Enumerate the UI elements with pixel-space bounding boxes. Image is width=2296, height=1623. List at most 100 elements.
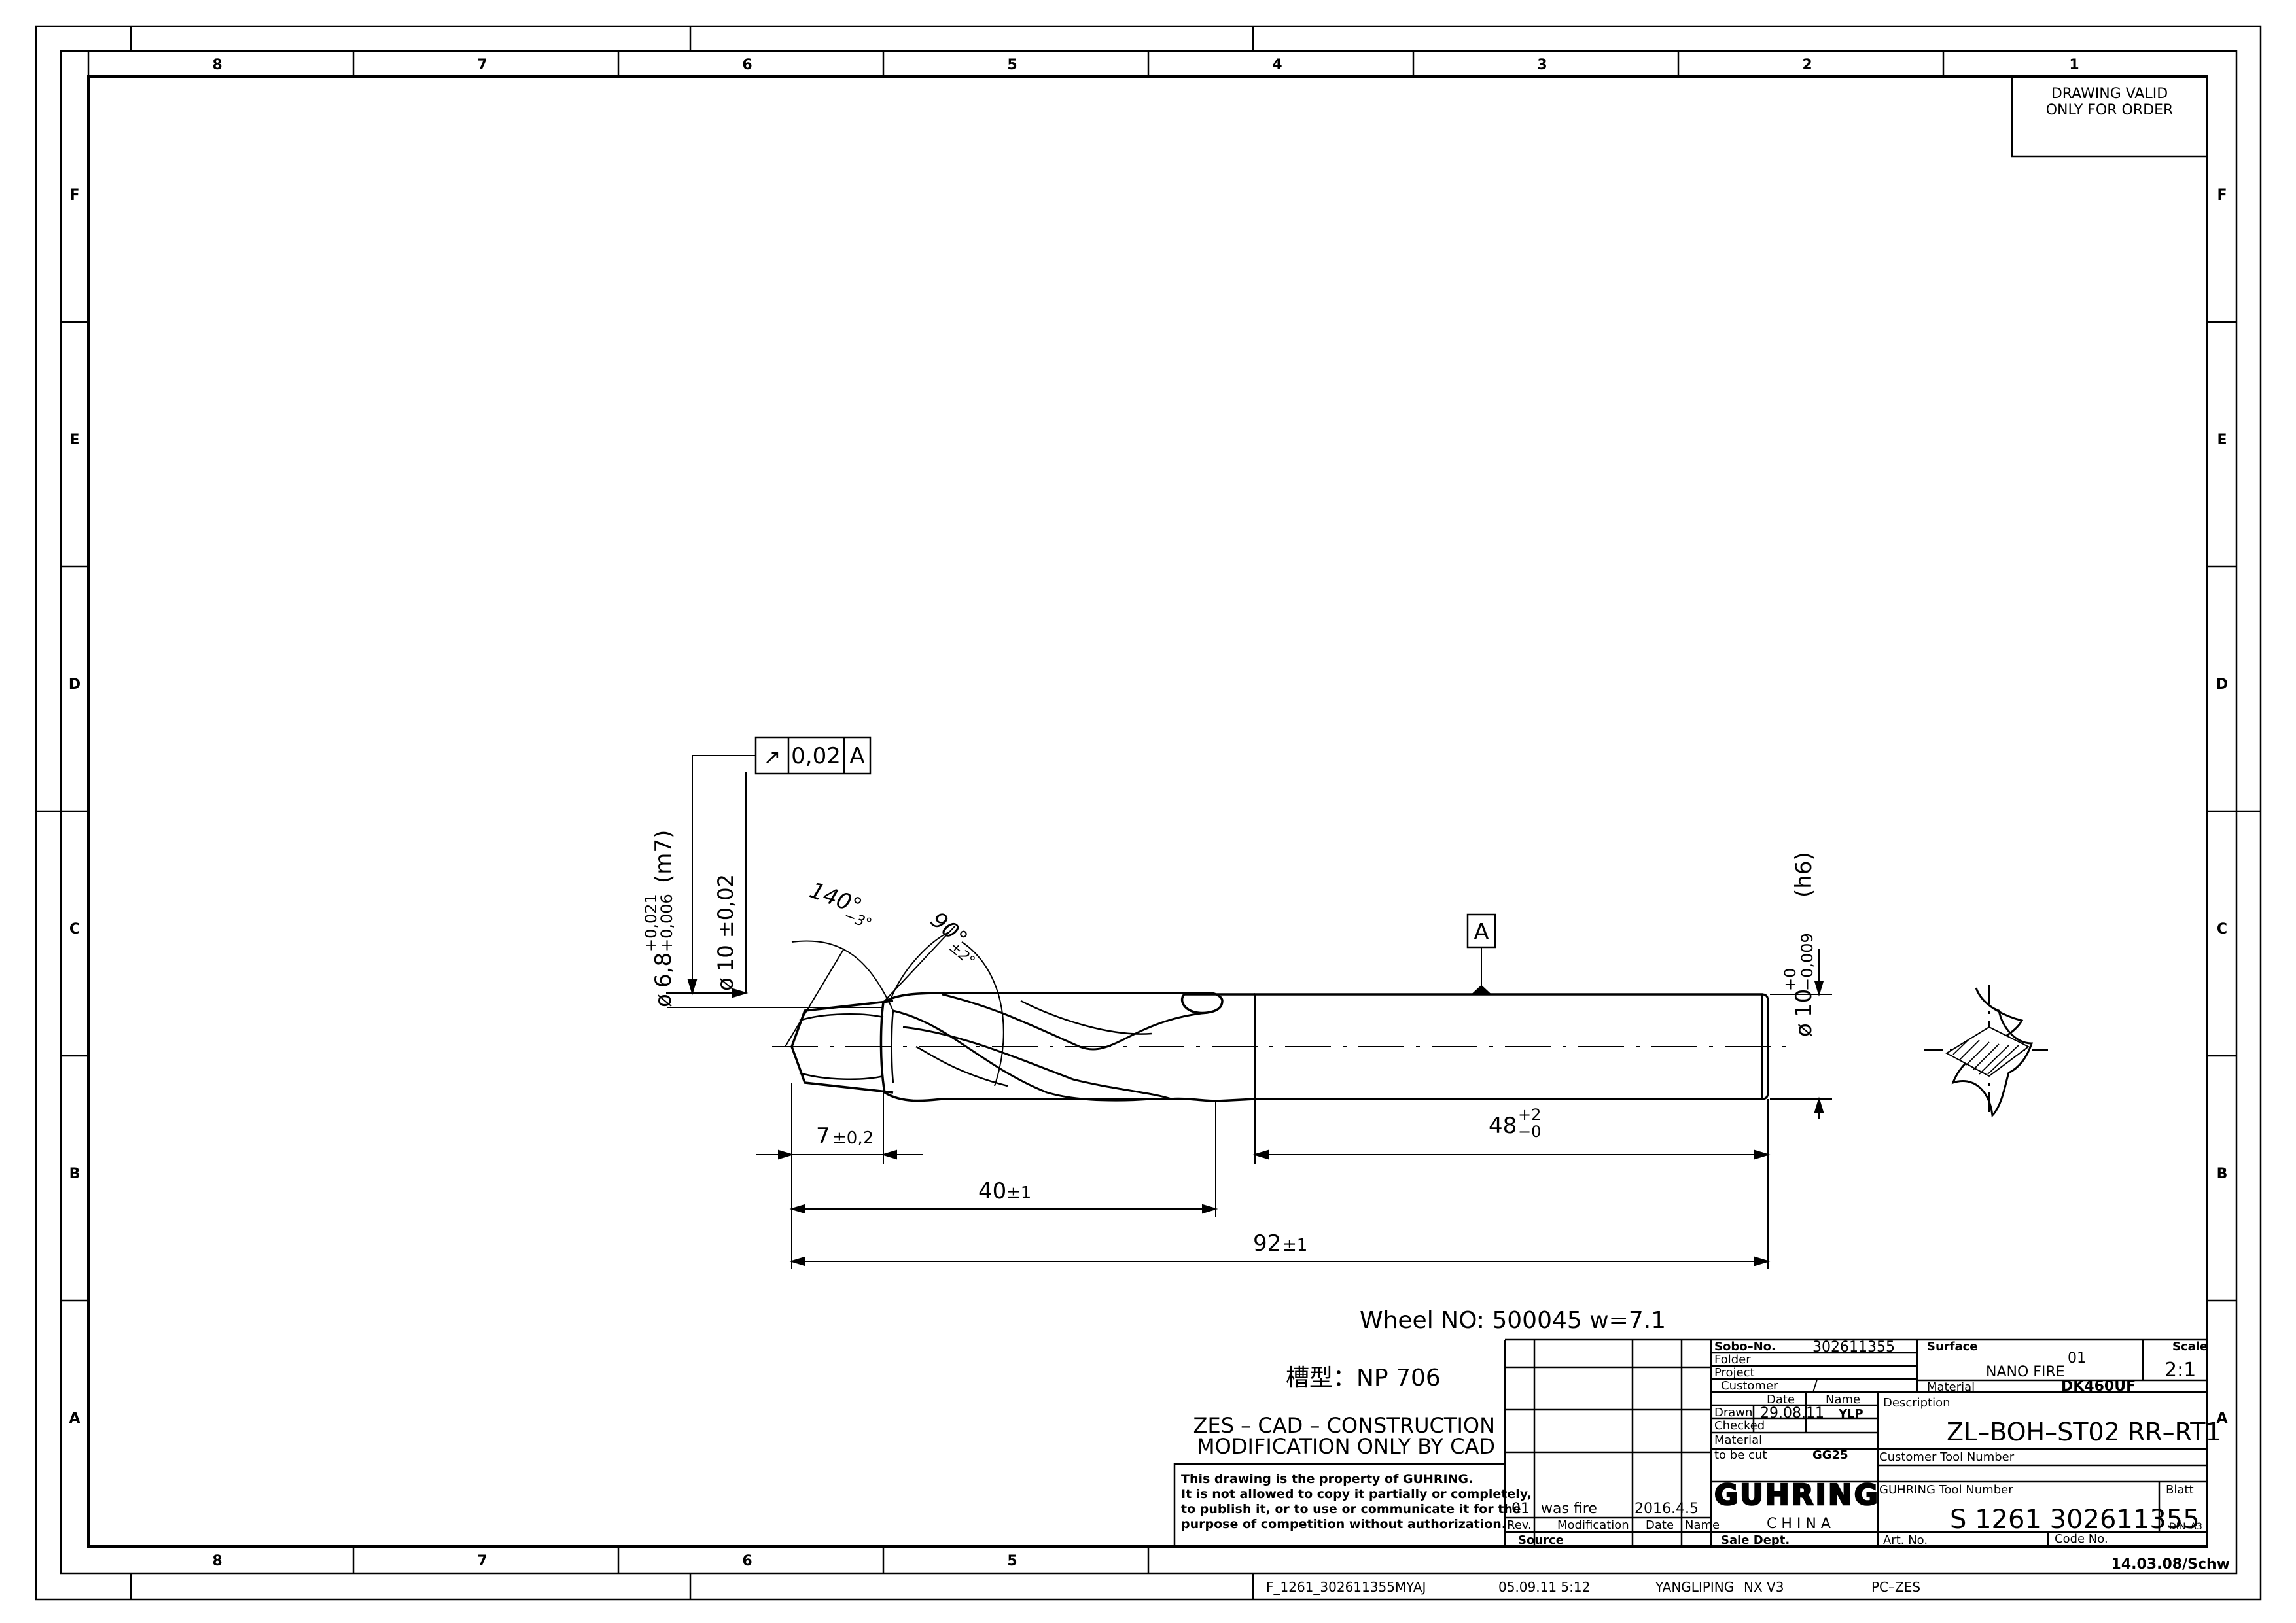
zone-top-5: 5	[1007, 57, 1017, 73]
zone-top-3: 3	[1537, 57, 1547, 73]
zone-left-C: C	[69, 921, 80, 937]
checked-label: Checked	[1714, 1419, 1765, 1433]
tip-tol-lower: +0,006	[658, 894, 676, 952]
helix-line-3	[942, 993, 1208, 1051]
zone-right-C: C	[2217, 921, 2227, 937]
sobo-value: 302611355	[1812, 1339, 1895, 1355]
surface-code: 01	[2068, 1350, 2086, 1367]
property-line-4: purpose of competition without authoriza…	[1181, 1517, 1506, 1531]
sheet-format: DIN–A3	[2169, 1522, 2202, 1532]
tip-tol-upper: +0,021	[642, 894, 660, 952]
body-diameter: 10 ±0,02	[713, 874, 738, 971]
rev-modification: was fire	[1541, 1501, 1597, 1517]
dimension-texts: ↗ 0,02 A A ø 6,8 +0,021 +0,006 (m7) ø 10…	[642, 743, 1817, 1257]
step-length: 7	[816, 1123, 830, 1149]
material-label: Material	[1927, 1380, 1975, 1394]
customer-label: Customer	[1721, 1379, 1778, 1393]
drawn-name: YLP	[1838, 1407, 1863, 1421]
zone-left-B: B	[69, 1166, 80, 1182]
shank-fit: (h6)	[1791, 852, 1817, 898]
footer-datetime: 05.09.11 5:12	[1498, 1579, 1590, 1595]
rev-header-date: Date	[1646, 1518, 1674, 1532]
sobo-label: Sobo–No.	[1714, 1340, 1776, 1353]
dia-symbol-shank: ø	[1791, 1023, 1817, 1037]
description-label: Description	[1883, 1396, 1951, 1410]
blatt-label: Blatt	[2166, 1483, 2194, 1497]
code-no-label: Code No.	[2055, 1532, 2108, 1546]
title-block	[1504, 1338, 2207, 1546]
shank-length-tol-lower: −0	[1518, 1123, 1541, 1141]
footer-author: YANGLIPING	[1655, 1579, 1734, 1595]
zone-bottom-6: 6	[742, 1553, 752, 1569]
shank-length: 48	[1489, 1113, 1517, 1139]
flute-length: 40	[978, 1178, 1006, 1204]
zone-right-D: D	[2216, 676, 2228, 693]
property-line-2: It is not allowed to copy it partially o…	[1181, 1487, 1532, 1501]
dia-symbol-body: ø	[713, 977, 739, 991]
step-length-tol: ±0,2	[832, 1128, 874, 1148]
customer-tool-label: Customer Tool Number	[1879, 1450, 2015, 1464]
material-cut-label-2: to be cut	[1714, 1448, 1767, 1462]
surface-label: Surface	[1927, 1340, 1978, 1353]
drill-side-view	[772, 992, 1786, 1102]
scale-value: 2:1	[2164, 1359, 2196, 1382]
footer: F_1261_302611355MYAJ 05.09.11 5:12 YANGL…	[1266, 1579, 1920, 1595]
zone-left-F: F	[69, 187, 79, 203]
cross-section-view	[1924, 985, 2048, 1118]
scale-label: Scale	[2172, 1340, 2208, 1353]
drawn-date: 29.08.11	[1760, 1405, 1824, 1422]
material-cut-value: GG25	[1812, 1448, 1848, 1462]
validity-line-1: DRAWING VALID	[2051, 86, 2168, 102]
guhring-tool-value: S 1261 302611355	[1950, 1505, 2200, 1535]
zone-bottom-7: 7	[477, 1553, 487, 1569]
title-block-text: 01 was fire 2016.4.5 Rev. Modification D…	[1507, 1339, 2230, 1573]
property-line-1: This drawing is the property of GUHRING.	[1181, 1472, 1473, 1486]
description-value: ZL–BOH–ST02 RR–RT1	[1947, 1418, 2221, 1446]
zone-top-4: 4	[1272, 57, 1282, 73]
rev-date: 2016.4.5	[1634, 1501, 1699, 1517]
validity-line-2: ONLY FOR ORDER	[2046, 102, 2174, 118]
zone-labels: 8 7 6 5 4 3 2 1 8 7 6 5 F E D C B A F E …	[69, 57, 2228, 1569]
art-no-label: Art. No.	[1883, 1533, 1928, 1547]
material-cut-label-1: Material	[1714, 1433, 1762, 1447]
validity-box: DRAWING VALID ONLY FOR ORDER	[2011, 75, 2208, 158]
rev-number: 01	[1511, 1501, 1530, 1517]
helix-line-2	[902, 1026, 1172, 1100]
property-line-3: to publish it, or to use or communicate …	[1181, 1502, 1521, 1516]
date-head: Date	[1767, 1393, 1795, 1406]
zone-top-2: 2	[1802, 57, 1812, 73]
drawn-label: Drawn	[1714, 1406, 1752, 1420]
dia-symbol-tip: ø	[650, 994, 677, 1007]
shank-tol-lower: −0,009	[1798, 933, 1816, 991]
folder-label: Folder	[1714, 1353, 1751, 1367]
shank-diameter: 10	[1791, 989, 1817, 1017]
datum-a-label: A	[1474, 919, 1489, 945]
zone-top-7: 7	[477, 57, 487, 73]
shank-length-tol-upper: +2	[1518, 1106, 1541, 1124]
wheel-note: Wheel NO: 500045 w=7.1	[1360, 1307, 1666, 1334]
zone-left-A: A	[69, 1410, 80, 1427]
helix-line-1	[892, 1009, 1152, 1102]
zone-bottom-5: 5	[1007, 1553, 1017, 1569]
dimension-lines	[666, 736, 1832, 1269]
name-head: Name	[1826, 1393, 1860, 1406]
company-sub: C H I N A	[1767, 1516, 1831, 1532]
surface-value: NANO FIRE	[1986, 1364, 2065, 1380]
tip-diameter: 6,8	[650, 952, 677, 988]
runout-symbol: ↗	[764, 744, 781, 769]
cad-note-line-2: MODIFICATION ONLY BY CAD	[1197, 1434, 1495, 1459]
total-length: 92	[1253, 1230, 1281, 1257]
groove-note: 槽型：NP 706	[1286, 1365, 1441, 1391]
total-length-tol: ±1	[1282, 1236, 1307, 1255]
sheet-border	[35, 25, 2262, 1601]
rev-header-rev: Rev.	[1507, 1518, 1532, 1532]
zone-right-A: A	[2216, 1410, 2227, 1427]
rev-header-source: Source	[1518, 1533, 1564, 1547]
zone-right-F: F	[2217, 187, 2227, 203]
cad-note-line-1: ZES – CAD – CONSTRUCTION	[1193, 1413, 1495, 1438]
footer-software: NX V3	[1744, 1579, 1784, 1595]
sale-dept-label: Sale Dept.	[1721, 1533, 1790, 1547]
zone-right-B: B	[2217, 1166, 2228, 1182]
flute-body-outline	[883, 992, 1255, 1015]
